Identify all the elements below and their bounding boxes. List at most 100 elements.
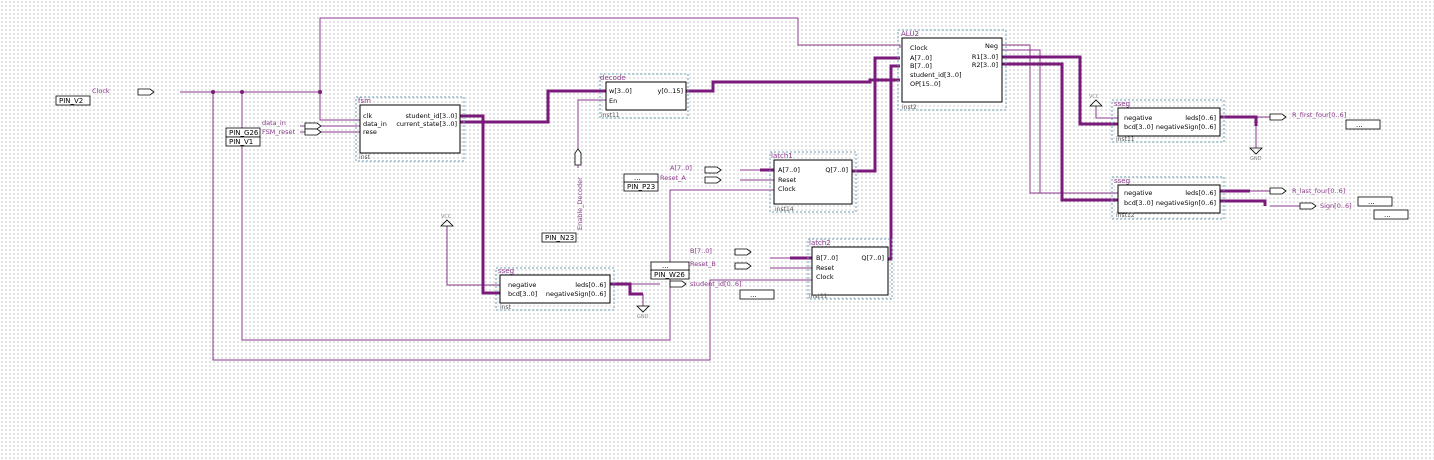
clock-to-latch2-wire (212, 92, 815, 361)
svg-text:student_id[3..0]: student_id[3..0] (405, 112, 457, 120)
svg-text:Reset_A: Reset_A (660, 174, 686, 182)
reset-a-input-port[interactable]: Reset_A (660, 174, 722, 184)
svg-text:student_id[0..6]: student_id[0..6] (690, 280, 742, 288)
reset-b-input-port[interactable]: Reset_B (690, 260, 752, 270)
svg-text:OP[15..0]: OP[15..0] (910, 80, 941, 88)
latch2-block[interactable]: latch2 B[7..0] Reset Clock Q[7..0] inst1… (807, 238, 893, 300)
svg-text:Q[7..0]: Q[7..0] (825, 166, 848, 174)
data-in-input-port[interactable]: data_in (262, 119, 322, 130)
ellipsis-box-r-first[interactable]: ... (1345, 119, 1381, 130)
svg-text:negativeSign[0..6]: negativeSign[0..6] (1156, 123, 1216, 131)
ellipsis-box-latch2[interactable]: ... (650, 261, 690, 271)
vcc-to-sseg-student-wire (446, 226, 500, 286)
svg-text:sseg: sseg (1114, 100, 1130, 108)
decode-block[interactable]: decode w[3..0] En y[0..15] inst11 (599, 73, 689, 119)
svg-text:negative: negative (1124, 189, 1152, 197)
svg-text:inst14: inst14 (775, 206, 794, 213)
svg-text:negativeSign[0..6]: negativeSign[0..6] (546, 290, 606, 298)
svg-text:rese: rese (363, 128, 377, 136)
svg-text:Reset: Reset (816, 264, 835, 272)
svg-text:Clock: Clock (778, 185, 796, 193)
svg-text:...: ... (1356, 121, 1363, 129)
svg-text:latch1: latch1 (771, 152, 793, 160)
svg-text:Clock: Clock (910, 44, 928, 52)
pin-tag-g26[interactable]: PIN_G26 (225, 127, 261, 138)
svg-text:...: ... (1384, 211, 1391, 219)
svg-text:GND: GND (637, 314, 649, 320)
gnd-symbol-student: GND (636, 305, 650, 320)
svg-text:decode: decode (600, 74, 626, 82)
a-in-input-port[interactable]: A[7..0] (670, 164, 722, 174)
ellipsis-box-student-id[interactable]: ... (739, 289, 775, 300)
svg-text:A[7..0]: A[7..0] (910, 54, 932, 62)
svg-text:inst11: inst11 (809, 293, 828, 300)
sseg-r2-block[interactable]: sseg negative bcd[3..0] leds[0..6] negat… (1111, 176, 1225, 220)
svg-text:...: ... (662, 262, 669, 270)
pin-tag-p23[interactable]: PIN_P23 (623, 181, 659, 192)
vcc-symbol-student: VCC (440, 214, 454, 227)
svg-text:ALU2: ALU2 (901, 30, 919, 38)
fsm-reset-input-port[interactable]: FSM_reset (262, 128, 322, 136)
svg-text:Neg: Neg (985, 42, 998, 50)
clock-input-port[interactable]: Clock (92, 87, 155, 96)
svg-text:latch2: latch2 (809, 239, 831, 247)
svg-text:PIN_P23: PIN_P23 (627, 183, 655, 191)
svg-text:VCC: VCC (1089, 94, 1100, 100)
sseg-student-block[interactable]: sseg negative bcd[3..0] leds[0..6] negat… (495, 267, 615, 311)
svg-text:Reset_B: Reset_B (690, 260, 716, 268)
sseg-student-leds-bus (610, 282, 643, 296)
pin-tag-v1[interactable]: PIN_V1 (225, 136, 261, 147)
fsm-to-decode-bus (460, 89, 610, 124)
pin-tag-v2[interactable]: PIN_V2 (55, 95, 91, 106)
svg-text:leds[0..6]: leds[0..6] (1185, 189, 1216, 197)
svg-text:R2[3..0]: R2[3..0] (972, 61, 998, 69)
clock-net-wire (180, 91, 360, 121)
alu-neg-wire (1002, 44, 1118, 194)
svg-text:A[7..0]: A[7..0] (778, 166, 800, 174)
gnd-symbol-r1: GND (1249, 147, 1263, 162)
sign-output-port[interactable]: Sign[0..6] (1299, 202, 1352, 210)
latch1-block[interactable]: latch1 A[7..0] Reset Clock Q[7..0] inst1… (769, 151, 857, 213)
b-in-input-port[interactable]: B[7..0] (690, 247, 752, 256)
student-id-bus (460, 114, 500, 295)
svg-text:Sign[0..6]: Sign[0..6] (1320, 202, 1352, 210)
svg-text:...: ... (634, 174, 641, 182)
svg-text:inst: inst (500, 304, 512, 311)
ellipsis-box-r-last[interactable]: ... (1357, 196, 1393, 207)
pin-tag-n23[interactable]: PIN_N23 (541, 232, 577, 243)
clock-to-alu-wire (319, 17, 901, 92)
sseg-r1-block[interactable]: sseg negative bcd[3..0] leds[0..6] negat… (1111, 99, 1225, 143)
svg-text:PIN_G26: PIN_G26 (229, 129, 259, 137)
svg-text:inst11: inst11 (1116, 136, 1135, 143)
vcc-symbol-r1: VCC (1089, 94, 1103, 107)
svg-text:bcd[3..0]: bcd[3..0] (1124, 199, 1153, 207)
svg-text:En: En (609, 97, 617, 105)
student-id-output-port[interactable]: student_id[0..6] (669, 280, 742, 288)
svg-text:y[0..15]: y[0..15] (658, 87, 683, 95)
alu-block[interactable]: ALU2 Clock A[7..0] B[7..0] student_id[3.… (897, 29, 1007, 111)
svg-text:R_first_four[0..6]: R_first_four[0..6] (1292, 111, 1346, 119)
ellipsis-box-sign[interactable]: ... (1373, 209, 1409, 220)
r-first-four-output-port[interactable]: R_first_four[0..6] (1269, 111, 1346, 121)
decode-to-alu-bus (686, 78, 900, 93)
svg-text:B[7..0]: B[7..0] (816, 254, 838, 262)
svg-text:w[3..0]: w[3..0] (609, 87, 632, 95)
svg-text:inst11: inst11 (601, 112, 620, 119)
svg-text:...: ... (1368, 198, 1375, 206)
enable-decoder-input-port[interactable]: Enable_Decoder (574, 148, 584, 230)
svg-text:current_state[3..0]: current_state[3..0] (396, 120, 457, 128)
alu-neg2-wire (1002, 49, 1041, 193)
svg-text:B[7..0]: B[7..0] (690, 247, 712, 255)
pin-tag-w26[interactable]: PIN_W26 (650, 269, 690, 280)
clock-junction-1 (211, 90, 215, 94)
svg-text:inst12: inst12 (1116, 212, 1135, 219)
svg-text:inst2: inst2 (902, 104, 917, 111)
fsm-block[interactable]: fsm clk data_in rese student_id[3..0] cu… (355, 96, 465, 162)
ellipsis-box-latch1[interactable]: ... (623, 173, 659, 183)
svg-text:leds[0..6]: leds[0..6] (1185, 114, 1216, 122)
r-last-four-output-port[interactable]: R_last_four[0..6] (1269, 187, 1345, 195)
svg-text:leds[0..6]: leds[0..6] (575, 281, 606, 289)
svg-text:PIN_N23: PIN_N23 (545, 234, 574, 242)
svg-text:sseg: sseg (1114, 177, 1130, 185)
